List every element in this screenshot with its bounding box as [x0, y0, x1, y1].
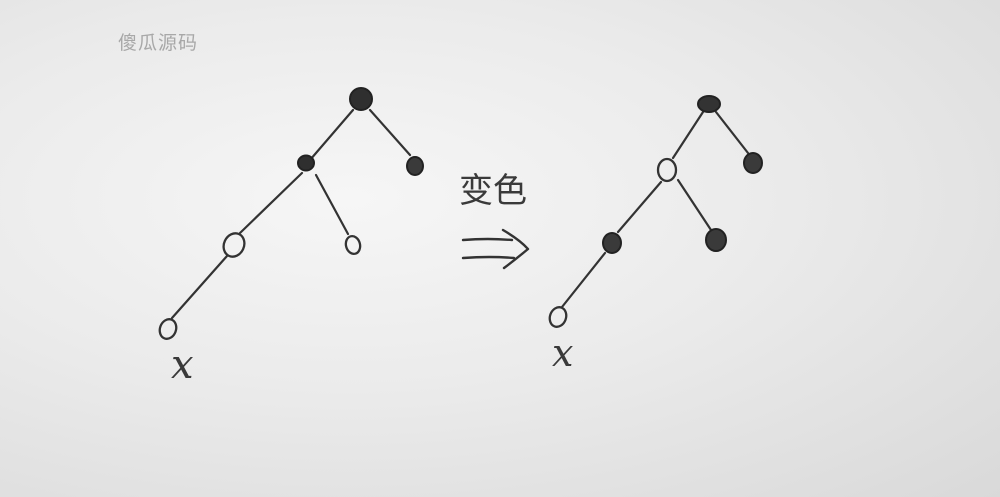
before-edge-parent-child — [238, 171, 304, 235]
after-edge-parent-sibling — [676, 178, 713, 232]
after-edge-parent-child — [616, 180, 663, 234]
before-node-sibling — [344, 234, 362, 256]
after-node-x — [548, 306, 568, 328]
before-edge-grandparent-parent — [308, 108, 355, 162]
after-node-grandparent — [697, 95, 721, 113]
after-x-label: x — [552, 331, 573, 375]
before-node-x — [158, 318, 178, 340]
before-node-child — [222, 232, 246, 258]
before-node-uncle — [406, 156, 424, 176]
after-edge-grandparent-parent — [671, 110, 705, 160]
watermark-text: 傻瓜源码 — [118, 32, 199, 54]
before-node-grandparent — [349, 87, 373, 111]
transform-label: 变色 — [459, 171, 527, 211]
before-edge-parent-sibling — [314, 173, 350, 236]
after-node-uncle — [743, 152, 763, 174]
after-node-child — [602, 232, 622, 254]
after-node-sibling — [705, 228, 727, 252]
before-edge-child-x — [170, 254, 229, 320]
before-edge-grandparent-uncle — [368, 108, 412, 157]
after-edge-child-x — [560, 251, 607, 309]
before-node-parent — [297, 154, 315, 172]
before-x-label: x — [171, 342, 194, 388]
after-edge-grandparent-uncle — [714, 110, 750, 155]
after-node-parent — [656, 157, 678, 183]
transform-arrow — [461, 228, 530, 270]
